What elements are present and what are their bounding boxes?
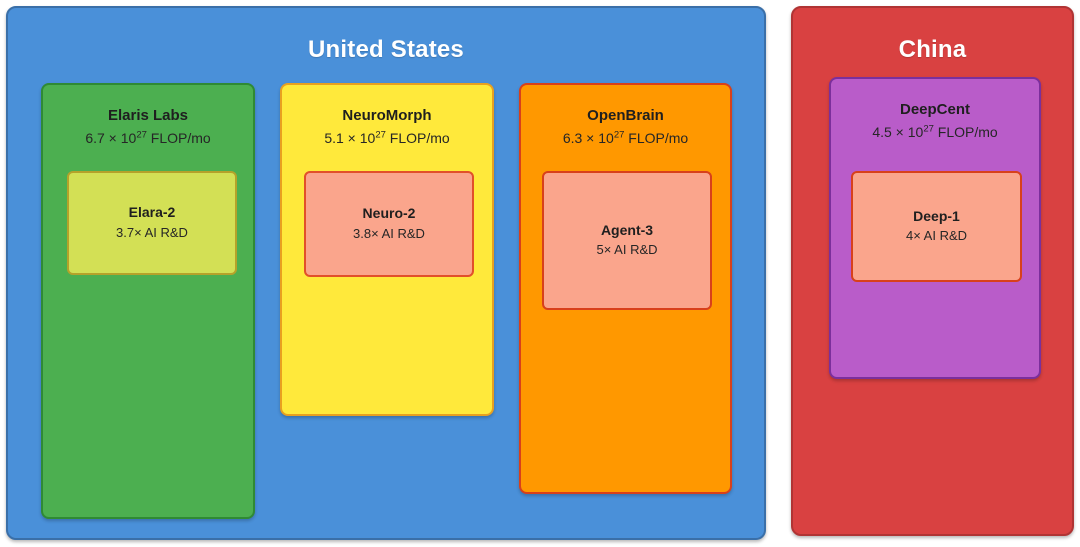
model-name-elara-2: Elara-2 xyxy=(128,204,176,221)
model-name-agent-3: Agent-3 xyxy=(600,221,654,238)
compute-unit: FLOP/mo xyxy=(933,124,998,140)
model-block-deep-1: Deep-1 4× AI R&D xyxy=(851,171,1022,282)
compute-exponent: 27 xyxy=(613,129,625,141)
compute-mantissa: 5.1 × 10 xyxy=(324,130,376,146)
compute-exponent: 27 xyxy=(375,129,386,141)
compute-unit: FLOP/mo xyxy=(624,130,689,146)
compute-exponent: 27 xyxy=(136,129,147,141)
model-name-neuro-2: Neuro-2 xyxy=(362,205,416,222)
compute-mantissa: 4.5 × 10 xyxy=(872,124,924,140)
company-compute-elaris-labs: 6.7 × 1027 FLOP/mo xyxy=(43,130,253,146)
model-block-elara-2: Elara-2 3.7× AI R&D xyxy=(67,171,237,275)
compute-exponent: 27 xyxy=(923,123,934,135)
company-title-neuromorph: NeuroMorph xyxy=(342,107,432,124)
model-speed-deep-1: 4× AI R&D xyxy=(905,228,968,244)
compute-unit: FLOP/mo xyxy=(385,130,450,146)
compute-mantissa: 6.3 × 10 xyxy=(562,130,614,146)
company-title-openbrain: OpenBrain xyxy=(587,107,664,124)
country-title-china: China xyxy=(898,36,967,63)
company-title-elaris-labs: Elaris Labs xyxy=(107,107,189,124)
model-name-deep-1: Deep-1 xyxy=(913,207,960,224)
company-compute-neuromorph: 5.1 × 1027 FLOP/mo xyxy=(282,130,492,146)
compute-mantissa: 6.7 × 10 xyxy=(85,130,137,146)
company-title-deepcent: DeepCent xyxy=(899,101,970,118)
model-speed-neuro-2: 3.8× AI R&D xyxy=(353,225,425,241)
company-compute-openbrain: 6.3 × 1027 FLOP/mo xyxy=(521,130,730,146)
country-title-united-states: United States xyxy=(308,36,464,63)
model-block-agent-3: Agent-3 5× AI R&D xyxy=(542,171,712,310)
model-speed-elara-2: 3.7× AI R&D xyxy=(116,224,188,240)
model-speed-agent-3: 5× AI R&D xyxy=(596,242,658,258)
compute-unit: FLOP/mo xyxy=(146,130,211,146)
company-compute-deepcent: 4.5 × 1027 FLOP/mo xyxy=(831,124,1039,140)
model-block-neuro-2: Neuro-2 3.8× AI R&D xyxy=(304,171,474,277)
